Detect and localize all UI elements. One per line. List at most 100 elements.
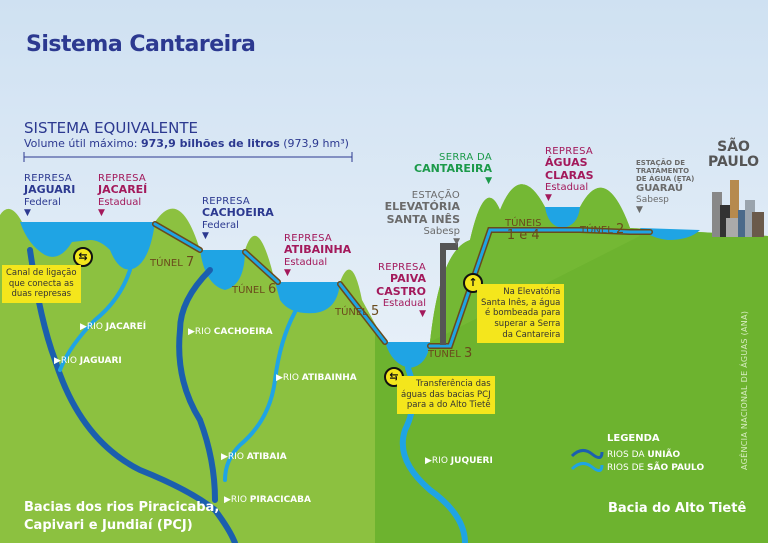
reservoir-guarau — [640, 228, 700, 240]
river-label-atibaia: ▶RIO ATIBAIA — [221, 452, 287, 462]
note-transferencia: Transferência das águas das bacias PCJ p… — [397, 376, 495, 414]
name: CASTRO — [376, 284, 426, 298]
owner: Sabesp — [423, 225, 460, 237]
note-canal: Canal de ligação que conecta as duas rep… — [2, 265, 81, 303]
kind: REPRESA — [284, 233, 333, 244]
legend-prefix: RIOS DE — [607, 463, 648, 473]
river-name: JAGUARI — [79, 356, 122, 366]
pointer-icon: ▼ — [419, 309, 426, 319]
kind: REPRESA — [24, 173, 73, 184]
label-aguas-claras: REPRESA ÁGUAS CLARAS Estadual ▼ — [545, 146, 594, 203]
owner: Federal — [202, 219, 239, 231]
legend-bold: UNIÃO — [647, 450, 681, 460]
legend-prefix: RIOS DA — [607, 450, 648, 460]
label-paiva-castro: REPRESA PAIVA CASTRO Estadual ▼ — [374, 262, 426, 319]
city-line: SÃO — [717, 139, 750, 155]
note-line: da Cantareira — [502, 329, 561, 340]
name: GUARAÚ — [636, 183, 684, 195]
note-elevatoria: Na Elevatória Santa Inês, a água é bombe… — [477, 284, 565, 344]
city-line: PAULO — [708, 154, 760, 171]
pointer-icon: ▼ — [636, 204, 643, 215]
serra-line1: SERRA DA — [439, 152, 492, 163]
kind: REPRESA — [98, 173, 147, 184]
river-label-piracicaba: ▶RIO PIRACICABA — [224, 495, 311, 505]
tunnel-number: 7 — [186, 255, 195, 270]
river-name: CACHOEIRA — [213, 327, 273, 337]
river-prefix: RIO — [227, 452, 247, 462]
basin-line: Bacias dos rios Piracicaba, — [24, 500, 220, 515]
river-jaguari — [27, 247, 238, 543]
volume-prefix: Volume útil máximo: — [24, 137, 141, 150]
note-line: Canal de ligação — [6, 268, 77, 278]
label-elevatoria: ESTAÇÃO ELEVATÓRIA SANTA INÊS Sabesp ▼ — [384, 190, 460, 247]
scale-bar — [23, 152, 353, 162]
river-label-atibainha: ▶RIO ATIBAINHA — [276, 373, 357, 383]
label-jacarei: REPRESA JACAREÍ Estadual ▼ — [98, 173, 147, 218]
pointer-icon: ▼ — [98, 207, 105, 218]
river-label-cachoeira: ▶RIO CACHOEIRA — [188, 327, 273, 337]
label-eta: ESTAÇÃO DE TRATAMENTO DE ÁGUA (ETA) GUAR… — [636, 159, 695, 215]
river-label-jacarei: ▶RIO JACAREÍ — [80, 322, 147, 332]
reservoir-atibainha — [275, 282, 340, 314]
river-prefix: RIO — [431, 456, 451, 466]
river-prefix: RIO — [282, 373, 302, 383]
river-jacarei — [58, 268, 132, 372]
kind: REPRESA — [202, 196, 251, 207]
river-name: PIRACICABA — [249, 495, 311, 505]
pointer-icon: ▼ — [284, 267, 291, 278]
note-line: Transferência das — [416, 379, 491, 389]
eta-line: TRATAMENTO — [636, 166, 690, 175]
owner: Federal — [24, 196, 61, 208]
tunnel-2-label: TÚNEL 2 — [580, 222, 625, 238]
owner: Sabesp — [636, 194, 669, 205]
name: PAIVA — [390, 272, 426, 286]
tunnel-word: TÚNEL — [580, 225, 613, 236]
owner: Estadual — [284, 256, 328, 268]
note-line: Santa Inês, a água — [481, 297, 561, 308]
name: JAGUARI — [24, 183, 76, 197]
note-line: é bombeada para — [485, 308, 561, 319]
tunnel-5-label: TÚNEL 5 — [335, 304, 379, 320]
basin-alto-tiete: Bacia do Alto Tietê — [608, 501, 747, 516]
owner: Estadual — [382, 297, 426, 309]
owner: Estadual — [545, 181, 589, 193]
label-cachoeira: REPRESA CACHOEIRA Federal ▼ — [202, 196, 274, 241]
tunnel-number: 1 e 4 — [506, 228, 540, 244]
kind: REPRESA — [545, 146, 594, 157]
tunnel-number: 2 — [616, 222, 625, 237]
river-prefix: RIO — [86, 322, 106, 332]
river-label-jaguari: ▶RIO JAGUARI — [54, 356, 122, 366]
label-jaguari: REPRESA JAGUARI Federal ▼ — [24, 173, 75, 218]
elevatoria-tower — [440, 243, 458, 345]
eta-line: DE ÁGUA (ETA) — [636, 174, 695, 183]
basin-line: Capivari e Jundiaí (PCJ) — [24, 517, 193, 533]
river-name: JACAREÍ — [105, 322, 147, 332]
tunnel-word: TÚNEL — [335, 307, 368, 318]
name: ATIBAINHA — [284, 243, 352, 257]
eta-line: ESTAÇÃO DE — [636, 159, 686, 167]
kind: ESTAÇÃO — [411, 190, 460, 201]
credit: AGÊNCIA NACIONAL DE ÁGUAS (ANA) — [740, 310, 749, 470]
river-cachoeira — [176, 267, 218, 503]
tunnel-3-label: TÚNEL 3 — [428, 346, 472, 362]
note-line: superar a Serra — [494, 318, 561, 329]
legend-sp-wave — [570, 462, 604, 472]
reservoir-paiva-castro — [385, 342, 430, 368]
tunnel-word: TÚNEL — [232, 285, 265, 296]
note-line: que conecta as — [8, 278, 74, 289]
note-line: Na Elevatória — [503, 287, 561, 297]
note-line: para a do Alto Tietê — [406, 400, 491, 411]
river-label-juqueri: ▶RIO JUQUERI — [425, 456, 493, 466]
tunnel-word: TÚNEL — [428, 349, 461, 360]
legend-union-wave — [570, 449, 604, 459]
serra-line2: CANTAREIRA — [414, 162, 493, 176]
river-prefix: RIO — [194, 327, 214, 337]
pointer-icon: ▼ — [453, 237, 460, 247]
name: SANTA INÊS — [386, 212, 460, 226]
name: CACHOEIRA — [202, 206, 274, 220]
max-volume: Volume útil máximo: 973,9 bilhões de lit… — [24, 137, 349, 150]
note-line: águas das bacias PCJ — [401, 389, 491, 400]
label-atibainha: REPRESA ATIBAINHA Estadual ▼ — [284, 233, 351, 278]
transfer-arrows-icon: ⇆ — [73, 247, 93, 267]
